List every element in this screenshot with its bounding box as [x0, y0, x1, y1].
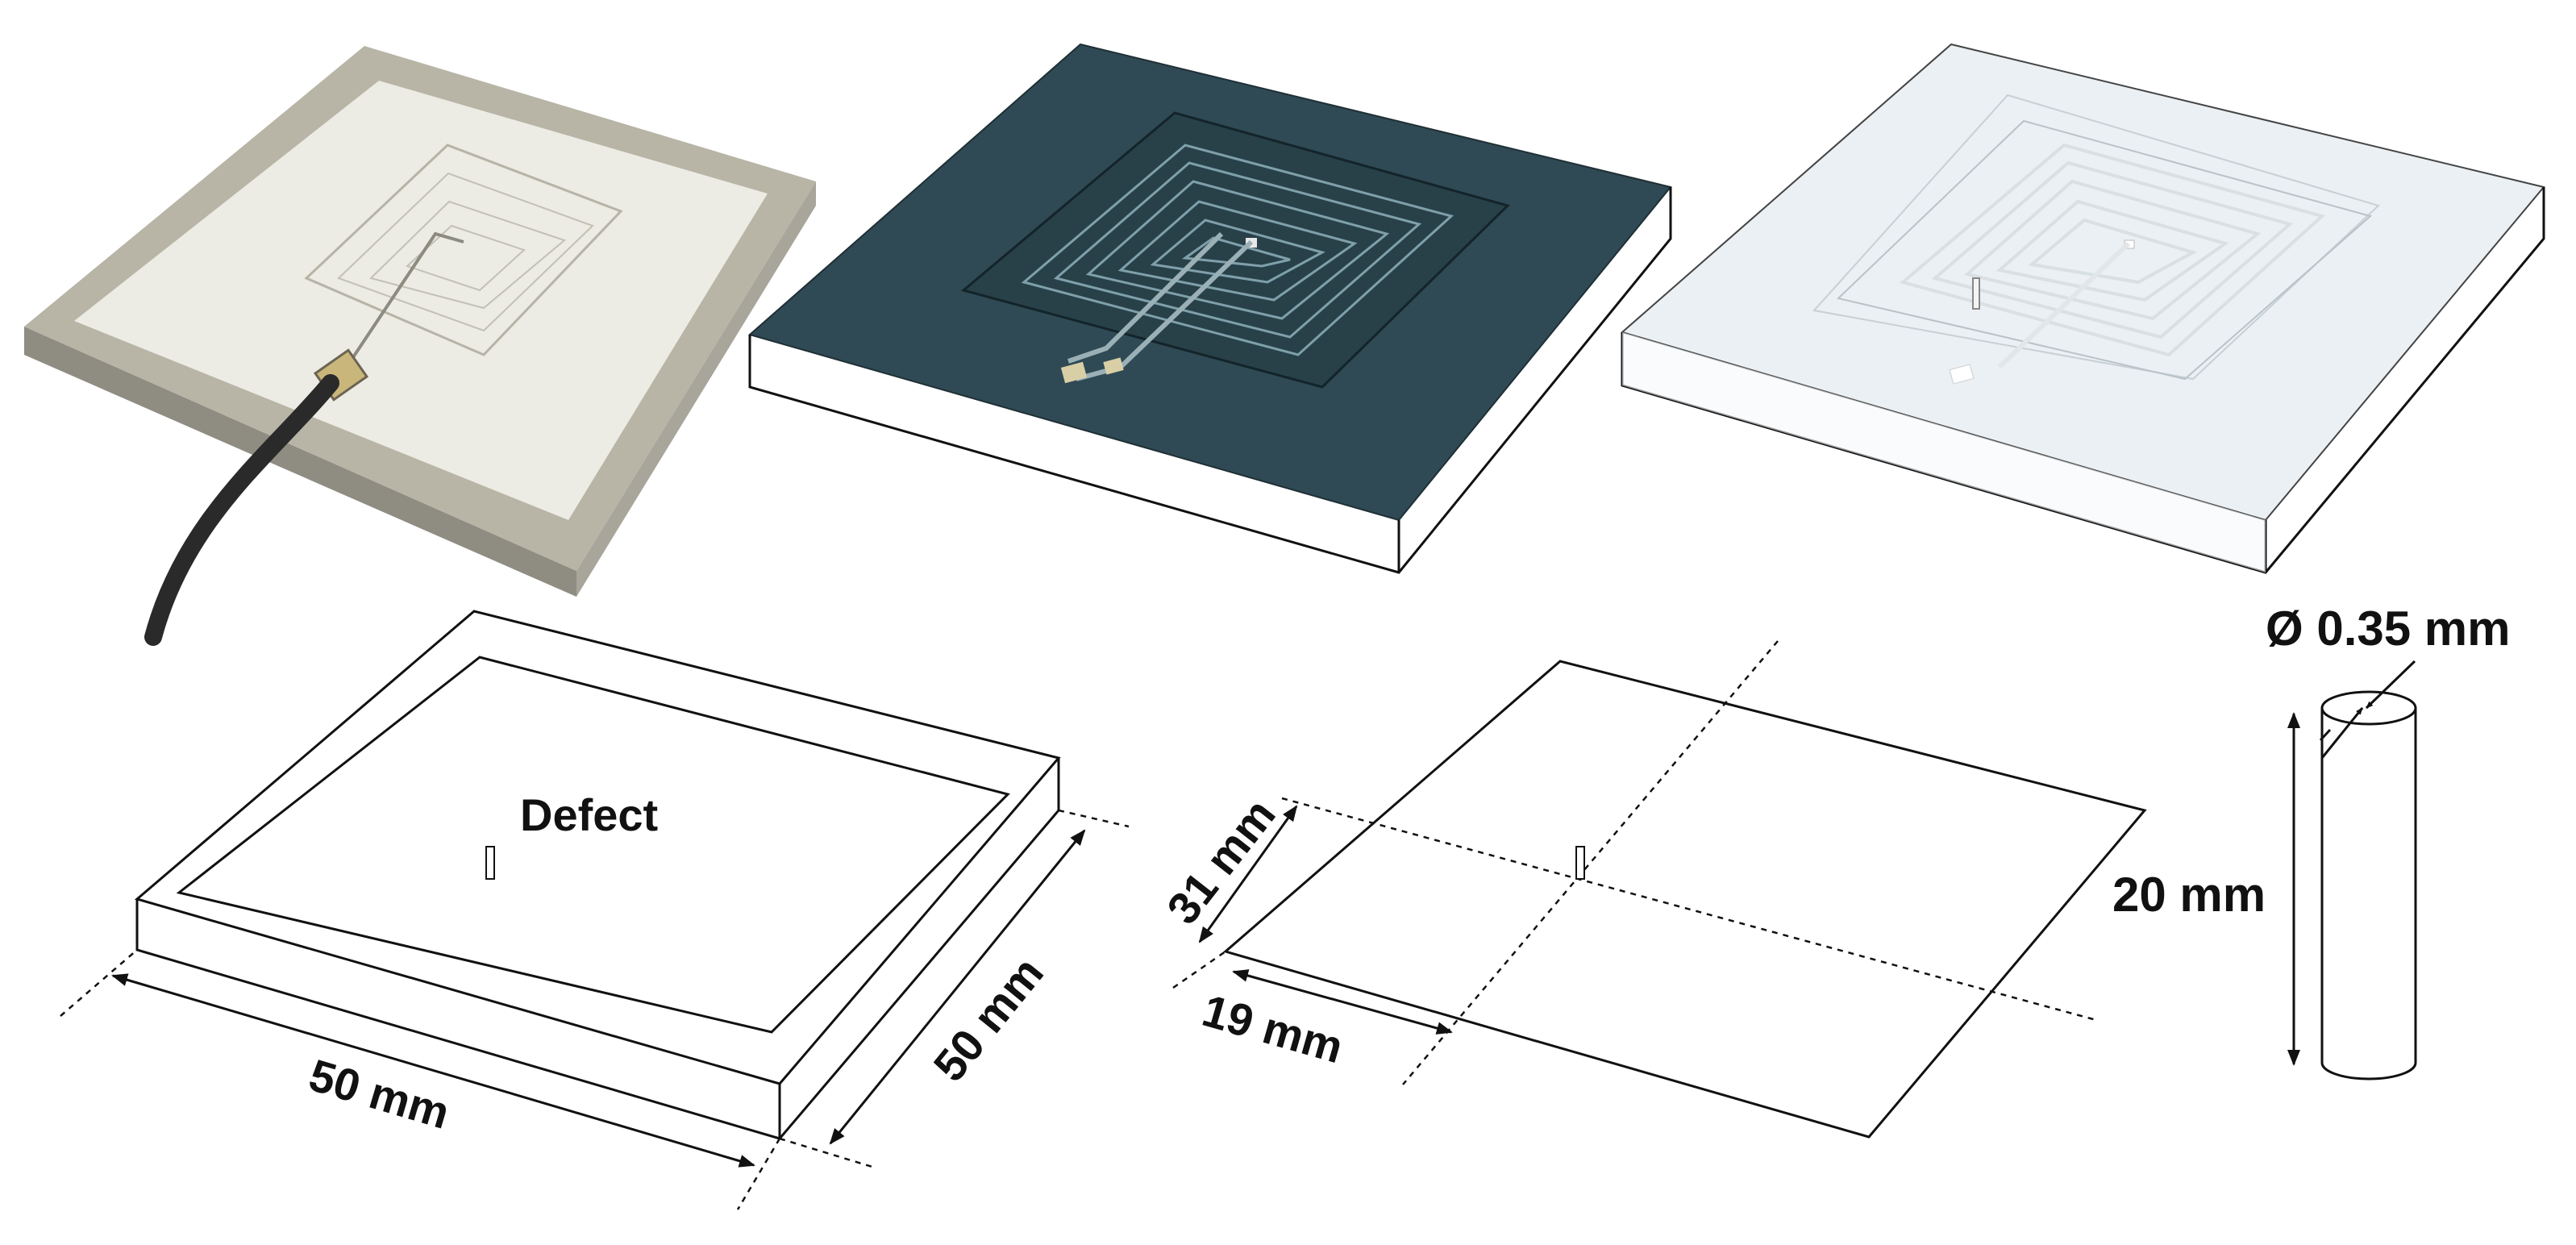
clear-plate-front	[1622, 332, 2266, 573]
photo-inner-area	[74, 81, 768, 520]
photo-coil-inner	[369, 200, 567, 310]
length-dimension-arrow	[111, 973, 755, 1168]
sensor-render-clear	[1620, 43, 2545, 574]
dark-coil-lead-2	[1067, 231, 1224, 364]
plate-width-label: 50 mm	[923, 947, 1053, 1091]
dark-inner-square	[960, 111, 1510, 389]
diameter-arrow-1	[2365, 660, 2416, 710]
cylinder-top	[2320, 690, 2417, 726]
dark-pad-1	[1060, 361, 1088, 384]
clear-plate-top	[1620, 43, 2545, 522]
diameter-arrow-2	[2319, 728, 2332, 742]
sensor-render-dark	[747, 43, 1672, 574]
defect-marker	[485, 846, 495, 880]
plate-schematic	[134, 610, 1061, 1140]
clear-inner-border	[1836, 119, 2373, 381]
plate-length-label: 50 mm	[304, 1049, 456, 1139]
plate-outer-top	[134, 610, 1061, 1085]
dark-coil	[1021, 144, 1454, 356]
dark-pad-2	[1103, 357, 1124, 375]
photo-coil-mid	[337, 172, 594, 332]
defect-height-label: 20 mm	[2112, 868, 2266, 922]
clear-inner-square	[1812, 94, 2380, 381]
clear-defect-marker	[1972, 277, 1980, 310]
dark-plate-front	[750, 335, 1399, 573]
plan-plate-outline	[1222, 660, 2147, 1139]
photo-coil-lead	[345, 231, 464, 369]
plan-guide-lines	[1172, 640, 2097, 1085]
photo-coil-core	[406, 224, 526, 292]
clear-coil-lead	[1997, 241, 2131, 369]
plan-defect-marker	[1575, 846, 1585, 880]
defect-label: Defect	[520, 789, 658, 840]
photo-coil-outer	[304, 144, 623, 356]
offset-x-arrow	[1232, 969, 1453, 1035]
dimension-extensions	[60, 809, 1130, 1210]
clear-coil	[1899, 143, 2326, 357]
sensor-photo	[24, 46, 816, 646]
width-dimension-arrow	[829, 829, 1086, 1145]
offset-y-arrow	[1198, 805, 1298, 943]
photo-front-side	[24, 327, 576, 597]
defect-position-plan	[1172, 640, 2147, 1139]
photo-right-side	[576, 181, 816, 597]
diameter-label: Ø 0.35 mm	[2266, 602, 2511, 656]
cylinder-defect	[2287, 660, 2417, 1081]
clear-pad	[1949, 364, 1975, 385]
cylinder-body	[2320, 708, 2417, 1081]
diameter-arrow-3	[2320, 707, 2364, 759]
cable-icon	[144, 374, 339, 646]
